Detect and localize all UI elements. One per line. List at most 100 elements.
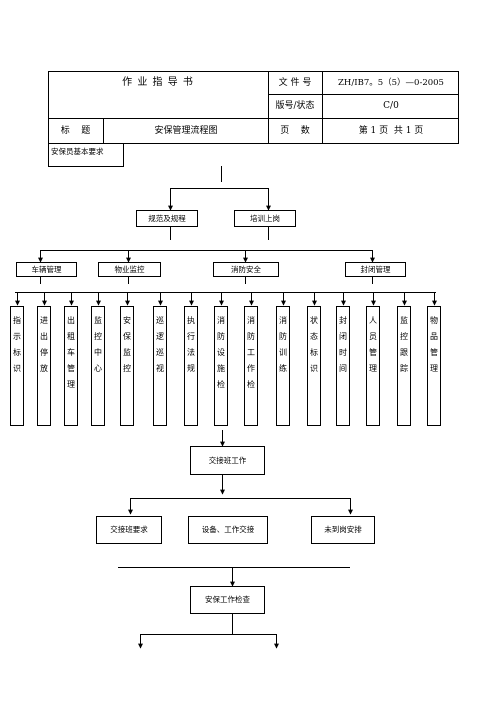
task-column-char: 员 — [369, 332, 377, 341]
task-column-char: 防 — [217, 332, 225, 341]
task-column-2: 进出停放 — [37, 306, 51, 426]
task-column-9: 消防工作检 — [244, 306, 258, 426]
task-column-char: 出 — [40, 332, 48, 341]
task-column-char: 出 — [67, 316, 75, 325]
task-column-char: 检 — [247, 380, 255, 389]
task-column-char: 指 — [13, 316, 21, 325]
task-column-char: 中 — [94, 348, 102, 357]
closed-mgmt-box: 封闭管理 — [345, 262, 406, 277]
task-column-12: 封闭时间 — [336, 306, 350, 426]
task-column-char: 间 — [339, 364, 347, 373]
task-column-char: 车 — [67, 348, 75, 357]
task-column-char: 执 — [187, 316, 195, 325]
task-column-char: 放 — [40, 364, 48, 373]
task-column-4: 监控中心 — [91, 306, 105, 426]
task-column-11: 状态标识 — [307, 306, 321, 426]
task-column-char: 管 — [430, 348, 438, 357]
task-column-char: 管 — [67, 364, 75, 373]
security-check-box: 安保工作检查 — [190, 586, 265, 614]
task-column-char: 防 — [279, 332, 287, 341]
version-value: C/0 — [383, 101, 399, 111]
task-column-char: 识 — [310, 364, 318, 373]
task-column-char: 消 — [217, 316, 225, 325]
task-column-char: 人 — [369, 316, 377, 325]
task-column-14: 监控跟踪 — [397, 306, 411, 426]
task-column-6: 巡逻巡视 — [153, 306, 167, 426]
task-column-10: 消防训练 — [276, 306, 290, 426]
task-column-char: 跟 — [400, 348, 408, 357]
task-column-char: 消 — [279, 316, 287, 325]
task-column-char: 消 — [247, 316, 255, 325]
standards-box: 规范及规程 — [136, 210, 198, 227]
task-column-char: 示 — [13, 332, 21, 341]
task-column-char: 租 — [67, 332, 75, 341]
page-value: 第 1 页 共 1 页 — [358, 125, 424, 136]
training-box: 培训上岗 — [234, 210, 296, 227]
absence-arrangement-box: 未到岗安排 — [311, 516, 375, 544]
vehicle-mgmt-box: 车辆管理 — [16, 262, 77, 277]
task-column-char: 物 — [430, 316, 438, 325]
task-column-char: 理 — [369, 364, 377, 373]
shift-handover-box: 交接班工作 — [190, 446, 265, 475]
task-column-char: 防 — [247, 332, 255, 341]
task-column-char: 标 — [310, 348, 318, 357]
property-monitor-box: 物业监控 — [98, 262, 161, 277]
task-column-char: 规 — [187, 364, 195, 373]
task-column-13: 人员管理 — [366, 306, 380, 426]
file-no-label: 文 件 号 — [278, 77, 312, 88]
subject-label: 标 题 — [60, 125, 91, 136]
task-column-char: 检 — [217, 380, 225, 389]
task-column-char: 理 — [67, 380, 75, 389]
task-column-5: 安保监控 — [120, 306, 134, 426]
doc-title: 作 业 指 导 书 — [122, 76, 194, 88]
task-column-char: 时 — [339, 348, 347, 357]
page-label: 页 数 — [280, 125, 310, 136]
task-column-char: 管 — [369, 348, 377, 357]
task-column-char: 控 — [123, 364, 131, 373]
task-column-char: 控 — [94, 332, 102, 341]
task-column-char: 标 — [13, 348, 21, 357]
task-column-char: 踪 — [400, 364, 408, 373]
task-column-char: 施 — [217, 364, 225, 373]
task-column-char: 逻 — [156, 332, 164, 341]
task-column-char: 工 — [247, 348, 255, 357]
task-column-char: 设 — [217, 348, 225, 357]
task-column-char: 训 — [279, 348, 287, 357]
task-column-char: 态 — [310, 332, 318, 341]
task-column-char: 行 — [187, 332, 195, 341]
task-column-char: 监 — [123, 348, 131, 357]
version-label: 版号/状态 — [275, 101, 315, 111]
task-column-char: 闭 — [339, 332, 347, 341]
task-column-1: 指示标识 — [10, 306, 24, 426]
equipment-handover-box: 设备、工作交接 — [188, 516, 268, 544]
task-column-char: 理 — [430, 364, 438, 373]
task-column-char: 监 — [400, 316, 408, 325]
task-column-3: 出租车管理 — [64, 306, 78, 426]
task-column-char: 巡 — [156, 348, 164, 357]
task-column-7: 执行法规 — [184, 306, 198, 426]
task-column-char: 作 — [247, 364, 255, 373]
file-no-value: ZH/IB7。5（5）—0-2005 — [338, 77, 444, 88]
handover-req-box: 交接班要求 — [96, 516, 162, 544]
fire-safety-box: 消防安全 — [213, 262, 279, 277]
task-column-char: 法 — [187, 348, 195, 357]
task-column-char: 巡 — [156, 316, 164, 325]
task-column-char: 心 — [94, 364, 102, 373]
root-box: 安保员基本要求 — [48, 143, 124, 167]
subject-value: 安保管理流程图 — [154, 125, 218, 136]
task-column-char: 控 — [400, 332, 408, 341]
task-column-15: 物品管理 — [427, 306, 441, 426]
task-column-char: 品 — [430, 332, 438, 341]
header-table-grid — [48, 71, 459, 144]
task-column-char: 状 — [310, 316, 318, 325]
task-column-char: 封 — [339, 316, 347, 325]
task-column-8: 消防设施检 — [214, 306, 228, 426]
task-column-char: 停 — [40, 348, 48, 357]
task-column-char: 视 — [156, 364, 164, 373]
task-column-char: 练 — [279, 364, 287, 373]
task-column-char: 识 — [13, 364, 21, 373]
task-column-char: 进 — [40, 316, 48, 325]
task-column-char: 监 — [94, 316, 102, 325]
task-column-char: 安 — [123, 316, 131, 325]
